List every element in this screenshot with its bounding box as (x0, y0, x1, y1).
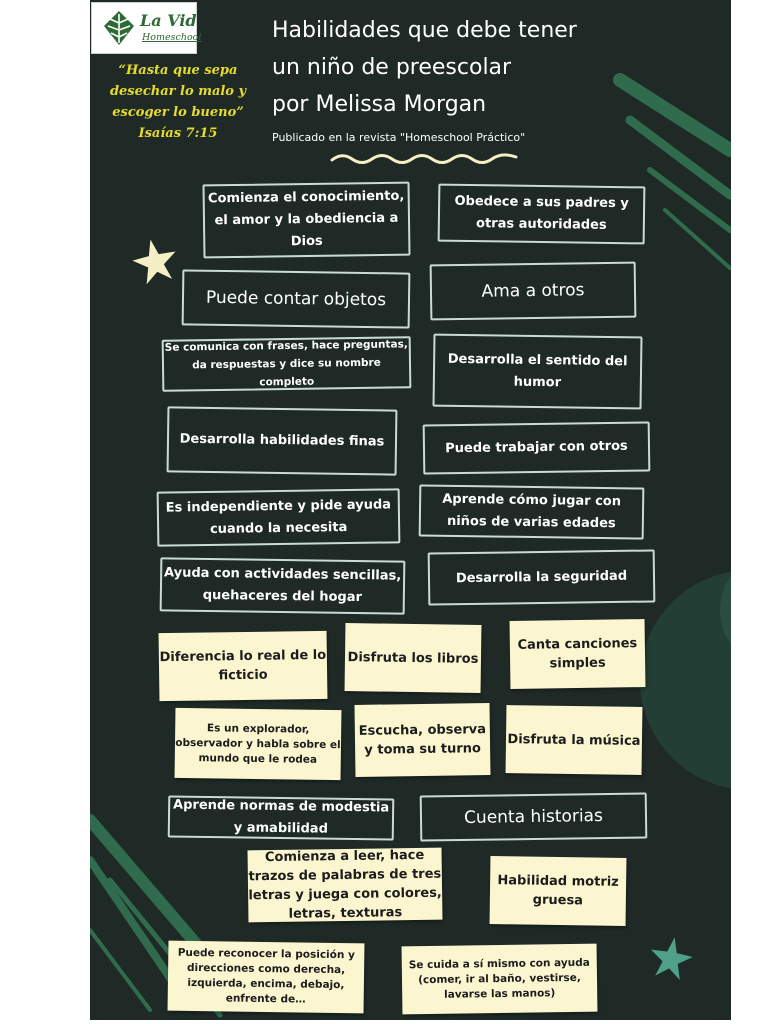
title-line-3: por Melissa Morgan (272, 92, 487, 117)
title-line-1: Habilidades que debe tener (272, 18, 577, 43)
page-title: Habilidades que debe tener un niño de pr… (272, 12, 602, 123)
skill-box-11: Ayuda con actividades sencillas, quehace… (159, 557, 406, 615)
logo-subtitle: Homeschool (142, 32, 202, 43)
skill-note-13: Diferencia lo real de lo ficticio (158, 630, 328, 702)
skill-box-20: Cuenta historias (419, 792, 648, 842)
skill-box-12: Desarrolla la seguridad (427, 549, 656, 606)
leaf-icon (104, 11, 134, 45)
star-icon-bottom (651, 937, 693, 981)
skill-box-6: Desarrolla el sentido del humor (432, 333, 643, 410)
skill-box-1: Comienza el conocimiento, el amor y la o… (202, 181, 411, 259)
wavy-underline (330, 153, 518, 164)
skill-note-23: Puede reconocer la posición y direccione… (167, 940, 365, 1014)
skill-note-14: Disfruta los libros (344, 623, 482, 693)
skill-box-3: Puede contar objetos (181, 269, 411, 329)
skill-box-19: Aprende normas de modestia y amabilidad (167, 795, 395, 841)
quote-reference: Isaías 7:15 (138, 126, 218, 141)
quote-text: “Hasta que sepa desechar lo malo y escog… (109, 63, 247, 120)
skill-note-15: Canta canciones simples (509, 619, 646, 689)
skill-note-21: Comienza a leer, hace trazos de palabras… (247, 847, 443, 923)
skill-box-10: Aprende cómo jugar con niños de varias e… (418, 484, 645, 540)
skill-box-5: Se comunica con frases, hace preguntas, … (161, 336, 412, 392)
skill-box-9: Es independiente y pide ayuda cuando la … (156, 488, 401, 547)
bible-quote: “Hasta que sepa desechar lo malo y escog… (98, 60, 258, 144)
skill-note-22: Habilidad motriz gruesa (489, 856, 627, 926)
decorative-brush-strokes (90, 73, 731, 1018)
logo: La Vid Homeschool (91, 2, 201, 54)
star-icon (132, 239, 176, 285)
skill-note-18: Disfruta la música (505, 705, 643, 775)
skill-note-24: Se cuida a sí mismo con ayuda (comer, ir… (401, 943, 598, 1015)
skill-box-7: Desarrolla habilidades finas (166, 406, 398, 476)
subtitle: Publicado en la revista "Homeschool Prác… (272, 131, 526, 144)
skill-box-8: Puede trabajar con otros (422, 421, 651, 475)
skill-note-16: Es un explorador, observador y habla sob… (174, 707, 342, 781)
skill-box-2: Obedece a sus padres y otras autoridades (437, 183, 646, 245)
skill-box-4: Ama a otros (429, 261, 637, 321)
title-line-2: un niño de preescolar (272, 55, 512, 80)
skill-note-17: Escucha, observa y toma su turno (354, 703, 491, 777)
logo-name: La Vid (140, 11, 197, 30)
